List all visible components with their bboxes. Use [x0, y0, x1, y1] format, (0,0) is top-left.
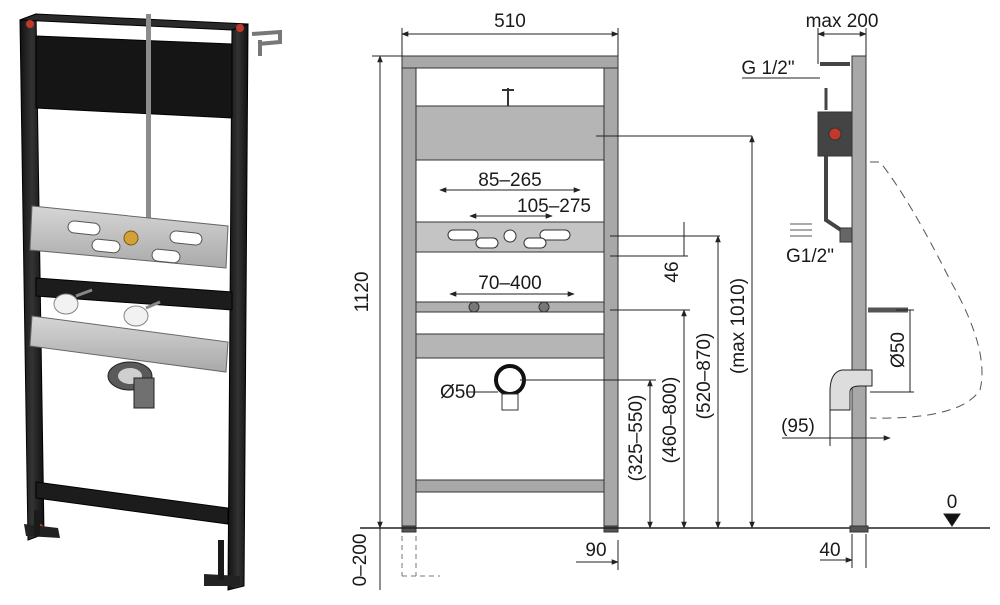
frame-right-leg: [603, 55, 619, 529]
water-fitting-icon: [123, 230, 139, 246]
label-spacing-b: 105–275: [517, 196, 591, 217]
lower-plate: [29, 315, 229, 373]
front-dimensions: [372, 28, 755, 590]
side-view: [790, 55, 983, 533]
water-rod: [146, 14, 151, 224]
valve-left-icon: [53, 293, 79, 315]
label-height: 1120: [352, 272, 373, 313]
label-height-max-1010: (max 1010): [728, 278, 749, 374]
label-drain-diameter: Ø50: [440, 382, 476, 403]
frame-top: [401, 55, 619, 69]
lower-rail: [35, 481, 229, 525]
top-left-bolt-icon: [26, 20, 34, 28]
label-spacing-a: 85–265: [478, 170, 541, 191]
side-drain-icon: [829, 369, 873, 411]
top-rail: [19, 13, 249, 31]
label-mount-range: 0–200: [350, 534, 371, 587]
label-drain-offset: (95): [781, 416, 815, 437]
top-panel: [35, 35, 233, 119]
side-frame: [851, 55, 867, 529]
label-height-46: 46: [662, 261, 683, 282]
foot-left: [24, 524, 60, 538]
drain-plate: [415, 333, 605, 359]
label-base-width: 40: [819, 540, 840, 561]
frame-bottom: [415, 479, 605, 493]
top-bracket: [251, 29, 282, 56]
drain-pipe-icon: [494, 364, 526, 396]
label-width: 510: [494, 11, 526, 32]
side-dimensions: [742, 28, 961, 568]
label-height-325-550: (325–550): [626, 395, 647, 482]
top-right-bolt-icon: [236, 24, 244, 32]
frame-left-leg: [401, 55, 417, 529]
label-water-in-side: G1/2": [786, 246, 834, 267]
label-height-520-870: (520–870): [694, 333, 715, 420]
label-side-drain-diameter: Ø50: [888, 332, 909, 368]
valve-right-icon: [123, 305, 149, 327]
product-illustration: [19, 13, 282, 591]
valve-rail: [415, 301, 605, 313]
label-height-460-800: (460–800): [660, 377, 681, 464]
label-spacing-c: 70–400: [478, 273, 541, 294]
front-view: [401, 55, 619, 577]
label-water-in-top: G 1/2": [741, 58, 794, 79]
floor-level-marker-icon: [943, 513, 961, 527]
basin-outline: [869, 161, 983, 419]
label-floor-level: 0: [947, 492, 958, 513]
label-depth-max: max 200: [806, 11, 879, 32]
cross-rail: [35, 277, 233, 311]
upper-panel: [415, 105, 605, 161]
label-leg-width: 90: [585, 540, 606, 561]
valve-handle-icon: [828, 127, 842, 141]
